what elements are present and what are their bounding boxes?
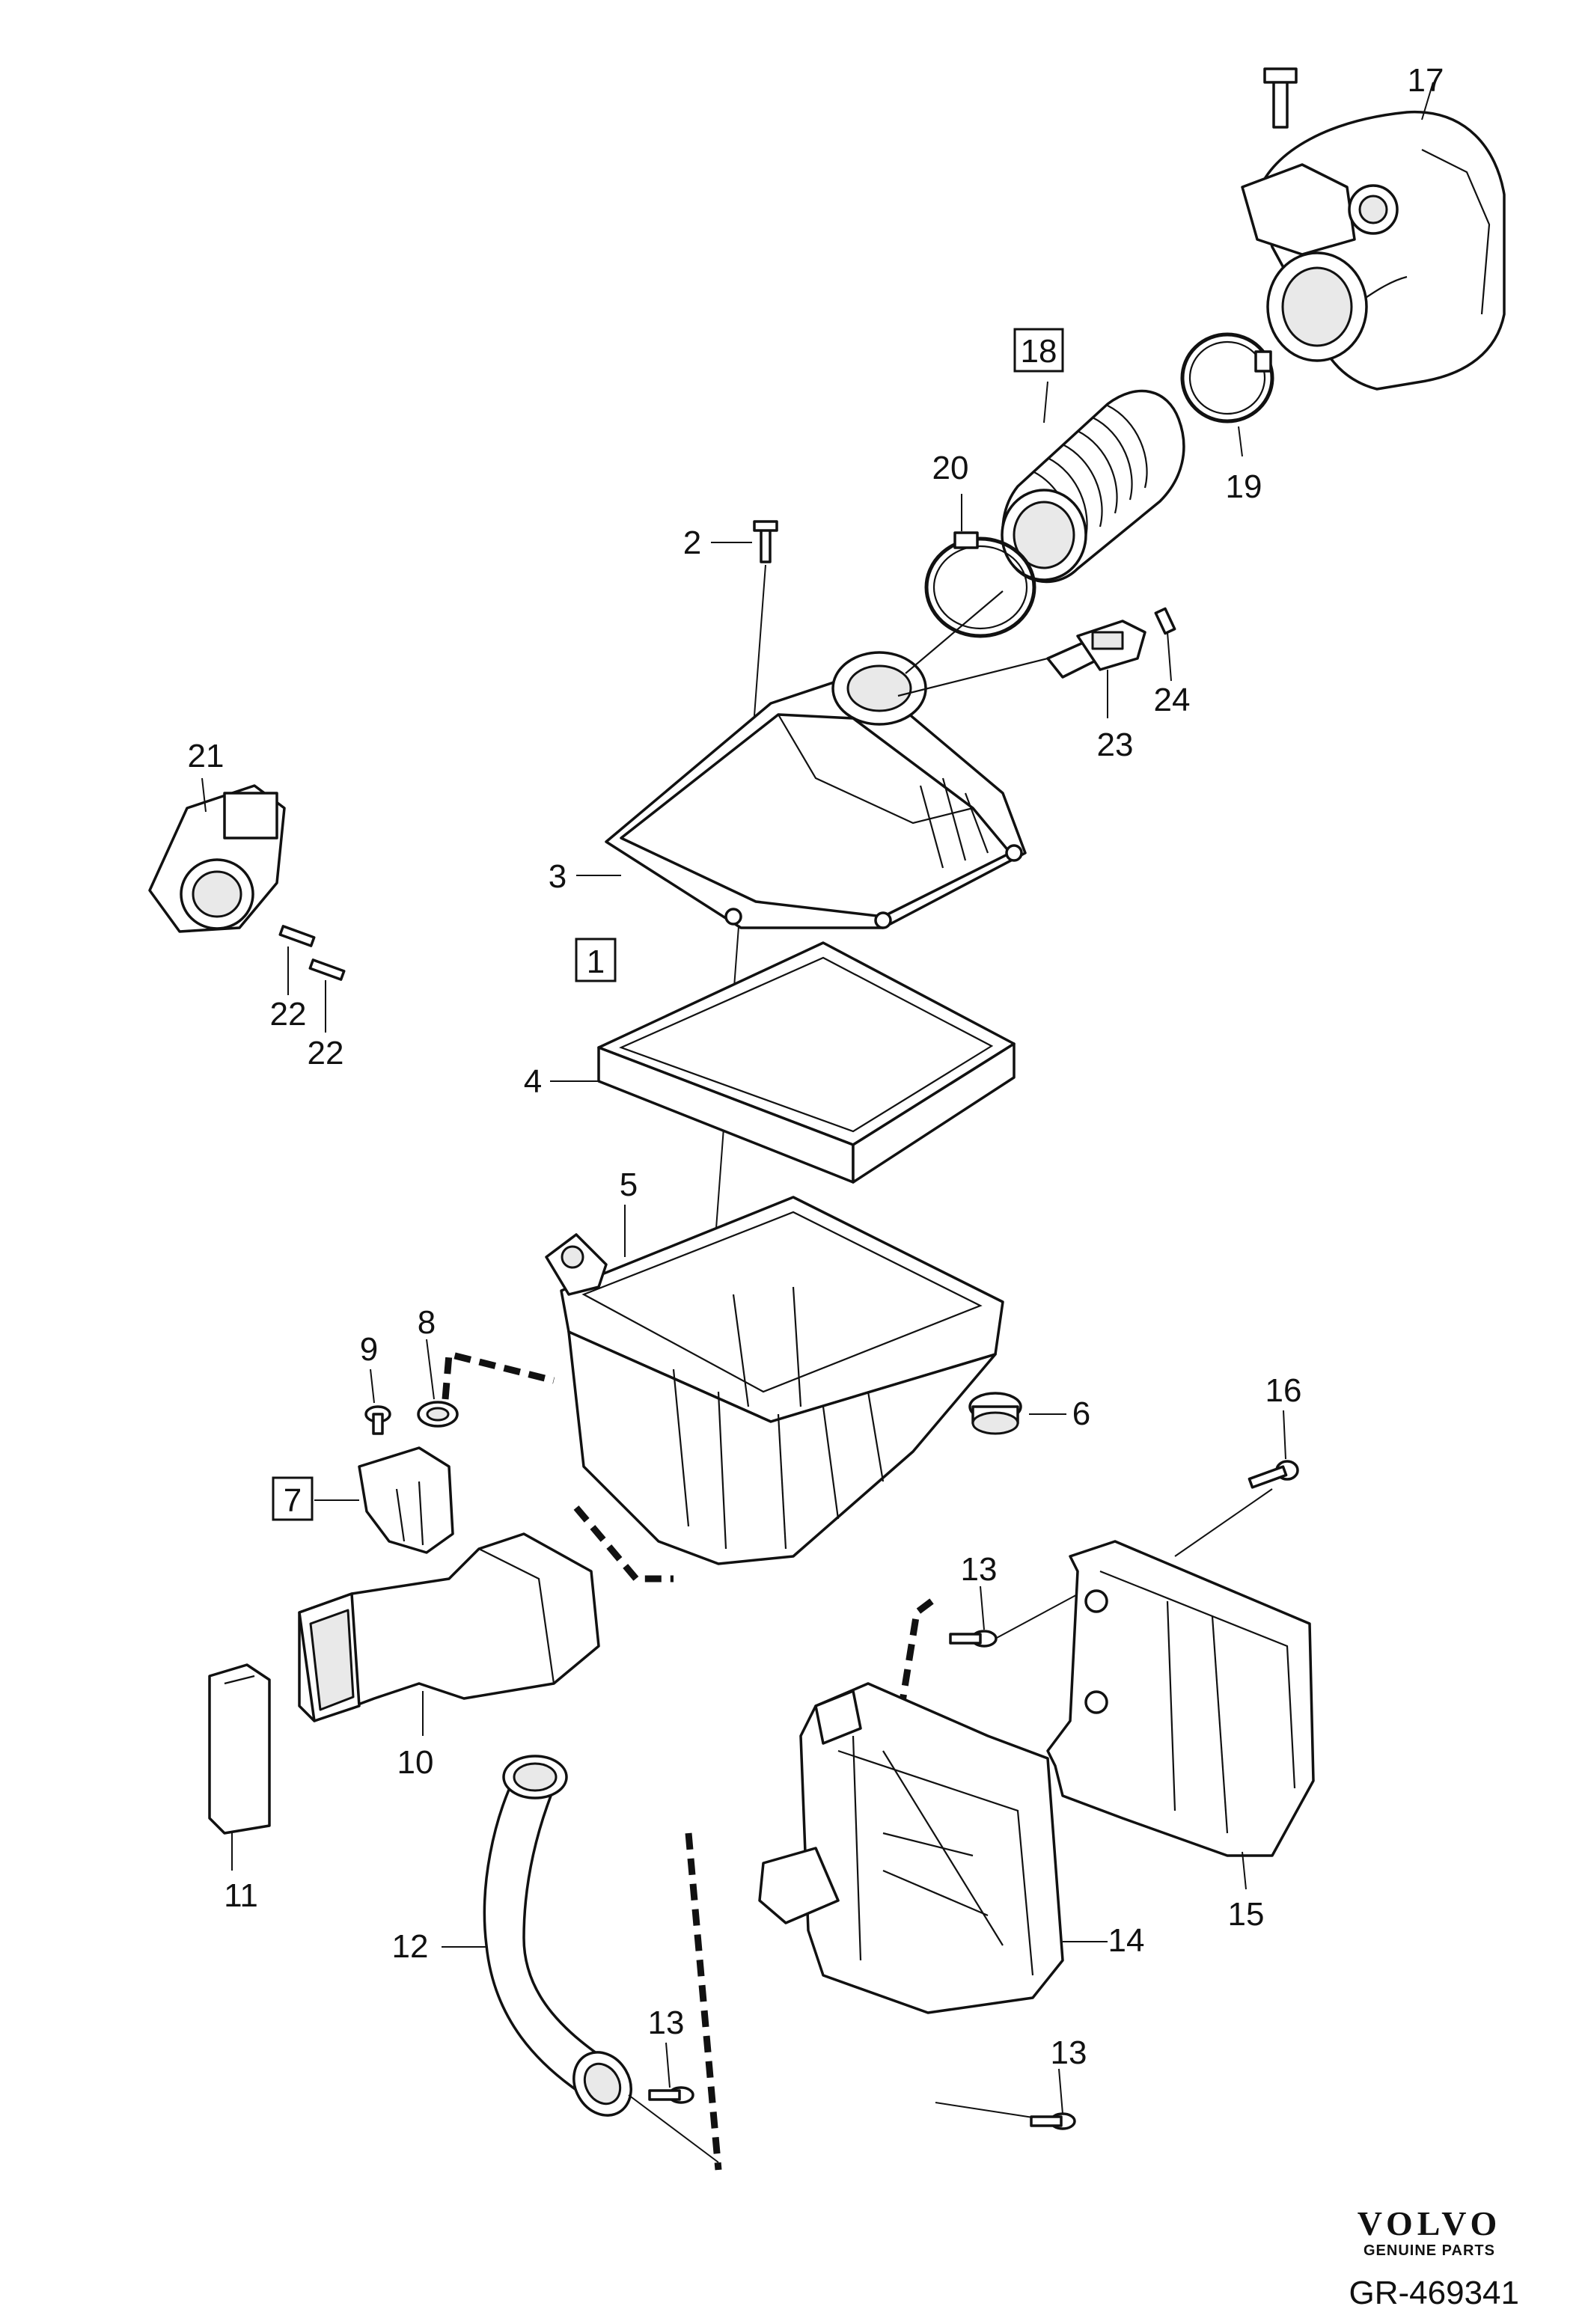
part-10-inlet-duct [298, 1532, 600, 1736]
callout-15: 15 [1228, 1896, 1265, 1933]
part-22-screw-a [278, 925, 316, 995]
callout-12: 12 [392, 1928, 429, 1965]
part-19-clamp [1180, 332, 1274, 457]
callout-7-box [272, 1476, 314, 1521]
part-18-air-hose [1001, 381, 1185, 584]
callout-9: 9 [360, 1331, 378, 1368]
callout-6: 6 [1072, 1395, 1090, 1432]
callout-7: 7 [284, 1482, 302, 1519]
diagram-reference-code: GR-469341 [1349, 2275, 1519, 2311]
callout-5: 5 [620, 1166, 638, 1203]
part-13-screw-c [935, 2068, 1076, 2130]
callout-16: 16 [1265, 1372, 1302, 1409]
callout-13a: 13 [961, 1551, 998, 1588]
part-4-air-filter [550, 941, 1016, 1184]
callout-labels: 17 18 19 20 2 24 23 21 3 1 22 22 4 5 8 9… [188, 62, 1444, 2071]
part-8-grommet [417, 1339, 459, 1428]
part-15-tray [1046, 1540, 1315, 1890]
callout-23: 23 [1097, 727, 1134, 763]
callout-13c: 13 [1051, 2034, 1087, 2071]
callout-24: 24 [1154, 682, 1191, 718]
callout-1: 1 [587, 944, 605, 980]
part-21-throttle-body [148, 777, 286, 933]
callout-18-box [1013, 328, 1064, 373]
callout-20: 20 [932, 450, 969, 486]
callout-19: 19 [1226, 468, 1262, 505]
callout-1-box [575, 938, 617, 982]
callout-13b: 13 [648, 2005, 685, 2041]
callout-22a: 22 [270, 996, 307, 1033]
part-20-clamp [924, 494, 1036, 638]
part-13-screw-a [949, 1585, 1093, 1648]
part-12-curved-hose [442, 1755, 719, 2163]
part-16-screw [1174, 1410, 1299, 1557]
part-22-screw-b [308, 958, 346, 1033]
callout-18: 18 [1021, 333, 1057, 370]
part-13-screw-b [648, 2042, 694, 2104]
part-6-grommet [968, 1392, 1066, 1435]
callout-21: 21 [188, 738, 225, 774]
part-14-resonator [758, 1682, 1108, 2014]
brand-logo-text: VOLVO [1357, 2204, 1502, 2242]
part-3-housing-cover [576, 590, 1048, 929]
part-11-cover [208, 1663, 271, 1871]
callout-10: 10 [397, 1744, 434, 1781]
dashed-connector-10 [573, 1505, 674, 1583]
callout-4: 4 [524, 1063, 542, 1100]
part-7-bracket [314, 1446, 454, 1554]
callout-14: 14 [1108, 1922, 1145, 1959]
dashed-connector-8 [442, 1350, 555, 1400]
callout-2: 2 [683, 525, 701, 561]
dashed-connector-12 [685, 1832, 722, 2171]
callout-11: 11 [224, 1877, 258, 1914]
callout-17: 17 [1408, 62, 1444, 99]
callout-3: 3 [549, 858, 567, 895]
callout-8: 8 [418, 1304, 436, 1341]
brand-tagline: GENUINE PARTS [1364, 2242, 1495, 2259]
part-24-screw [1154, 607, 1176, 682]
volvo-genuine-parts-logo: VOLVO GENUINE PARTS [1340, 2206, 1519, 2260]
part-17-intake-housing [1241, 67, 1506, 391]
part-5-lower-housing [545, 1196, 1004, 1565]
part-9-screw [364, 1369, 391, 1435]
callout-22b: 22 [308, 1035, 344, 1071]
part-23-mass-airflow-sensor [1046, 620, 1146, 718]
